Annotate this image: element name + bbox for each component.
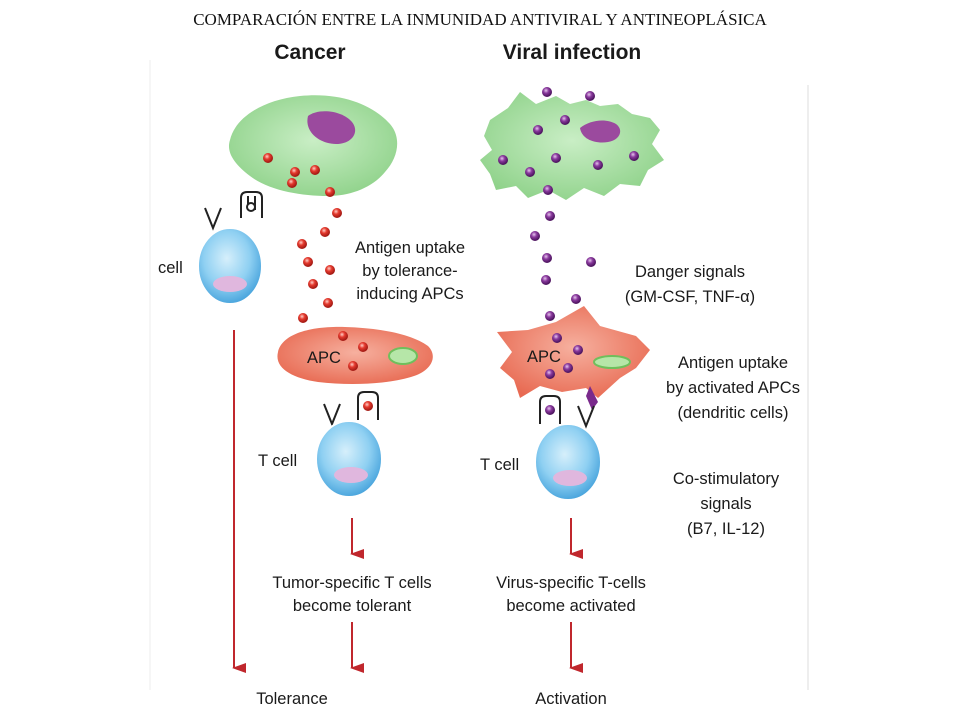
page-title: COMPARACIÓN ENTRE LA INMUNIDAD ANTIVIRAL… — [193, 10, 767, 29]
costimulatory-line2: signals — [700, 495, 751, 513]
cancer-heading: Cancer — [274, 41, 345, 64]
tumor-antigens — [263, 153, 320, 188]
virus-infected-cell — [480, 92, 664, 200]
apc-left-organelle — [388, 347, 418, 365]
apc-right-organelle — [593, 355, 631, 369]
t-cell-cancer — [315, 420, 383, 498]
apc-right-costim-marker — [586, 386, 598, 410]
t-cell-viral — [534, 423, 602, 501]
t-cell-left-top — [197, 227, 263, 305]
apc-label-right: APC — [527, 348, 561, 366]
danger-signals-line2: (GM-CSF, TNF-α) — [625, 288, 755, 306]
antigen-uptake-activated-line3: (dendritic cells) — [678, 404, 789, 422]
virus-specific-line2: become activated — [506, 597, 635, 615]
t-cell-label-right: T cell — [480, 456, 519, 474]
virus-specific-line1: Virus-specific T-cells — [496, 574, 646, 592]
costimulatory-line3: (B7, IL-12) — [687, 520, 765, 538]
costimulatory-line1: Co-stimulatory — [673, 470, 780, 488]
mhc-receptor-apc-left — [323, 391, 379, 427]
t-cell-label-left: T cell — [258, 452, 297, 470]
apc-left-antigens — [338, 331, 368, 371]
antigen-uptake-activated-line2: by activated APCs — [666, 379, 800, 397]
viral-infection-heading: Viral infection — [503, 41, 641, 64]
released-virus-particles — [530, 211, 596, 321]
apc-tolerance-inducing — [277, 326, 433, 384]
infected-cell-nucleus — [580, 120, 621, 143]
antigen-uptake-tolerance-line1: Antigen uptake — [355, 239, 465, 257]
antigen-uptake-activated-line1: Antigen uptake — [678, 354, 788, 372]
tolerance-label: Tolerance — [256, 690, 328, 708]
tumor-specific-line2: become tolerant — [293, 597, 412, 615]
tumor-nucleus — [307, 111, 356, 144]
released-tumor-antigens — [297, 187, 342, 323]
antigen-uptake-tolerance-line3: inducing APCs — [356, 285, 463, 303]
activation-label: Activation — [535, 690, 607, 708]
tumor-cell — [228, 95, 398, 196]
virus-particles-in-cell — [498, 87, 639, 195]
t-cell-viral-nucleus — [553, 470, 587, 486]
apc-label-left: APC — [307, 349, 341, 367]
t-cell-left-top-nucleus — [213, 276, 247, 292]
mhc-receptor-apc-right — [539, 395, 595, 429]
apc-right-virus-particles — [545, 333, 583, 379]
cell-label: cell — [158, 259, 183, 277]
antigen-uptake-tolerance-line2: by tolerance- — [362, 262, 457, 280]
t-cell-cancer-nucleus — [334, 467, 368, 483]
danger-signals-line1: Danger signals — [635, 263, 745, 281]
tumor-specific-line1: Tumor-specific T cells — [272, 574, 431, 592]
mhc-receptor-left — [204, 191, 263, 231]
